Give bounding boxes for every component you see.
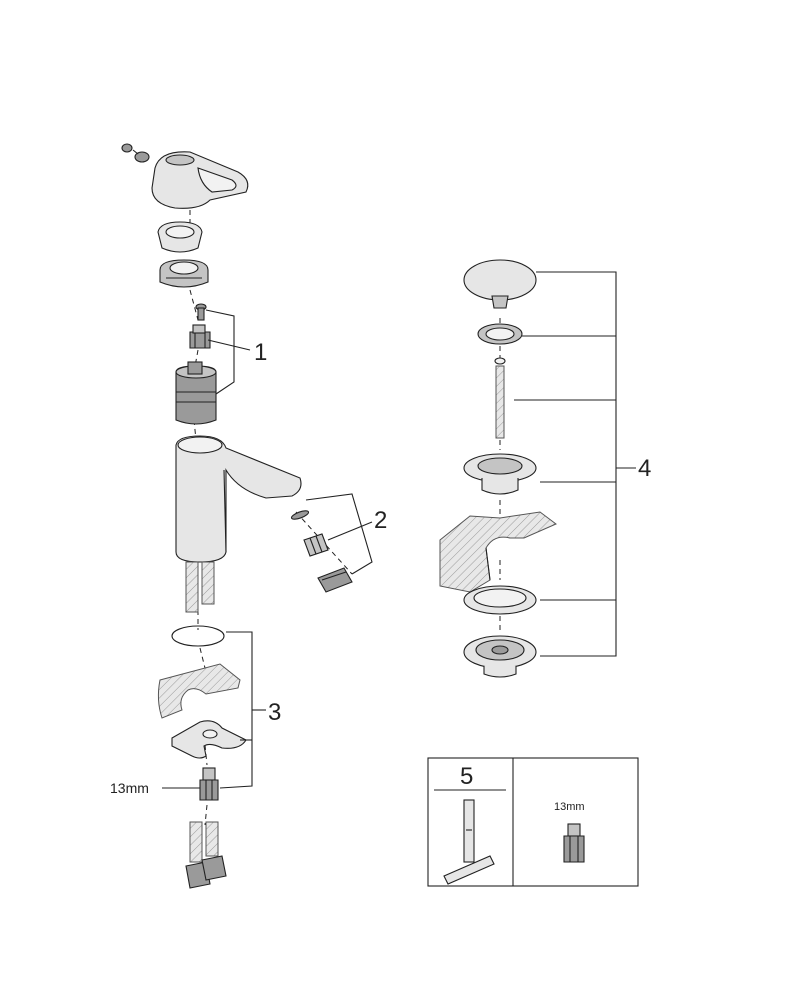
- callout-5: 5: [460, 763, 473, 790]
- tool-size-label: 13mm: [554, 801, 585, 813]
- flex-hoses: [185, 561, 215, 613]
- threaded-stud: [199, 767, 219, 801]
- cartridge-screw: [195, 303, 207, 321]
- tool-stud: [563, 823, 585, 863]
- drain-cap: [463, 259, 537, 309]
- drain-body: [463, 635, 537, 678]
- hose-connectors: [185, 821, 227, 889]
- wrench-size-label: 13mm: [110, 780, 149, 796]
- faucet-assembly: [121, 143, 373, 889]
- cap-seal: [477, 323, 523, 345]
- callout-2: 2: [374, 507, 387, 534]
- callout-4: 4: [638, 455, 651, 482]
- cap-ring: [157, 221, 203, 253]
- tool-box: [427, 757, 639, 887]
- aerator-group: [290, 510, 353, 593]
- tool-wrench: [443, 799, 495, 885]
- drain-flange: [463, 453, 537, 495]
- cartridge: [175, 361, 217, 425]
- drain-rod: [494, 357, 506, 439]
- cartridge-adapter: [189, 324, 211, 349]
- handle-screw: [121, 143, 150, 163]
- aerator-insert: [303, 533, 329, 557]
- horseshoe-bracket: [171, 720, 247, 759]
- threaded-nut: [159, 259, 209, 288]
- callout-1: 1: [254, 339, 267, 366]
- callout-3: 3: [268, 699, 281, 726]
- drain-assembly: [439, 259, 636, 678]
- countertop-section: [157, 663, 241, 719]
- basin-section: [439, 511, 557, 593]
- lever-handle: [151, 151, 249, 209]
- aerator-housing: [317, 567, 353, 593]
- faucet-body: [175, 435, 302, 563]
- drain-ring: [463, 585, 537, 615]
- o-ring: [171, 625, 225, 647]
